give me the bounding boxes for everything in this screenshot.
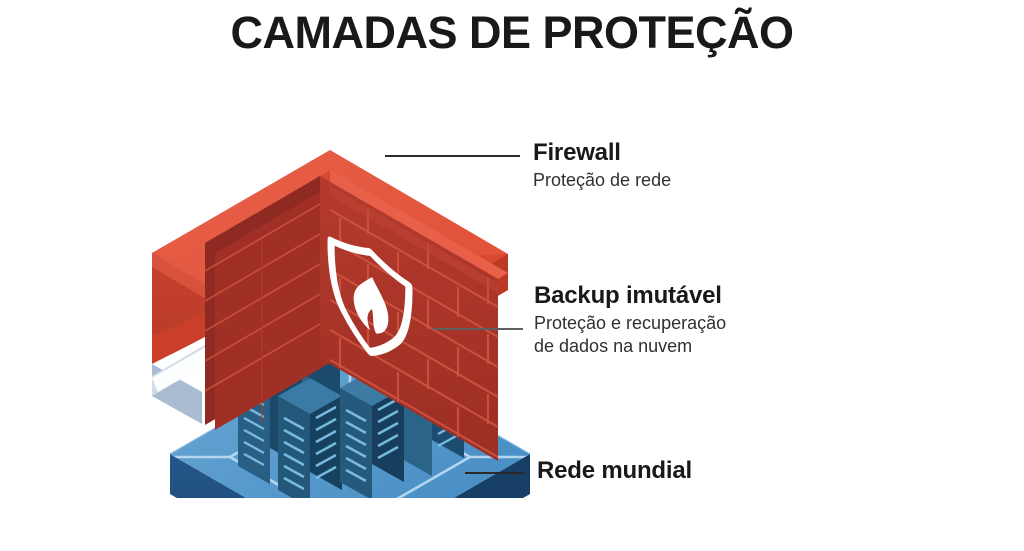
page-title: CAMADAS DE PROTEÇÃO	[230, 7, 794, 58]
callout-backup-heading: Backup imutável	[534, 282, 722, 309]
connector-line-backup	[433, 328, 523, 330]
protection-layers-illustration	[140, 78, 560, 551]
callout-firewall-sub-line-1: Proteção de rede	[533, 169, 672, 190]
callout-firewall-heading: Firewall	[533, 139, 621, 166]
callout-firewall-text: Firewall Proteção de rede	[533, 139, 672, 192]
callout-rede-heading: Rede mundial	[537, 457, 692, 484]
callout-backup-sub-line-2: de dados na nuvem	[534, 335, 693, 356]
brick-joints-front	[338, 204, 490, 437]
isometric-stack-svg	[152, 150, 531, 551]
callout-backup-text: Backup imutável Proteção e recuperação d…	[534, 282, 727, 358]
callout-rede-text: Rede mundial	[537, 457, 692, 485]
shield-flame-icon	[327, 236, 413, 357]
callout-backup-sub-line-1: Proteção e recuperação	[534, 312, 727, 333]
connector-line-rede	[465, 472, 525, 474]
firewall-brick-wall	[204, 170, 508, 461]
connector-line-firewall	[385, 155, 520, 157]
